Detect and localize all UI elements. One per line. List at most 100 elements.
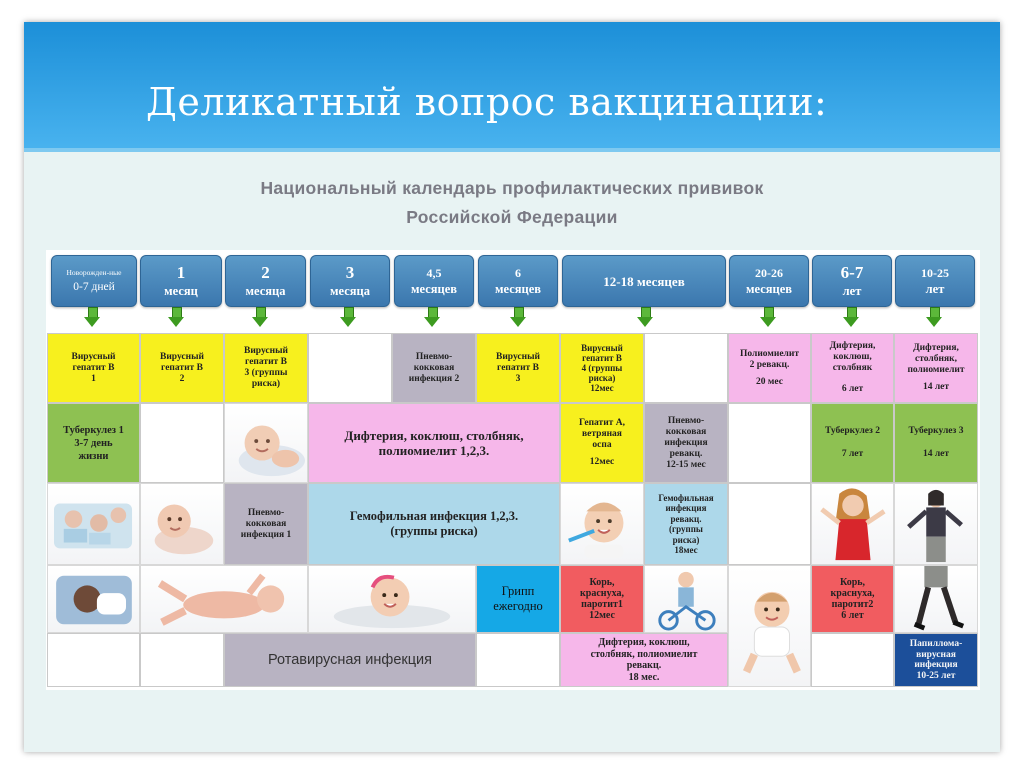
age-header-3-months: 3 месяца	[310, 255, 390, 307]
age-value: 10-25	[921, 265, 949, 280]
age-value: 6-7	[840, 263, 864, 282]
cell-line: 3	[515, 373, 521, 384]
cell-line: 12мес	[590, 383, 614, 393]
cell-line: 6 лет	[841, 384, 864, 394]
cell-rotavirus: Ротавирусная инфекция	[224, 633, 476, 687]
cell-line: Дифтерия, коклюш,	[829, 341, 876, 362]
cell-line: Гемофильная инфекция 1,2,3.	[349, 509, 519, 523]
cell-line: 12мес	[589, 457, 615, 467]
cell-line: Папиллома-	[909, 639, 963, 649]
cell-line: Вирусный	[581, 343, 623, 353]
baby-photo	[140, 483, 224, 565]
cell-empty	[811, 633, 894, 687]
cell-haemophilus-1-2-3: Гемофильная инфекция 1,2,3.(группы риска…	[308, 483, 560, 565]
cell-line: Вирусный	[243, 346, 288, 356]
cell-line: Пневмо-	[247, 507, 285, 518]
cell-line: инфекция	[914, 660, 958, 670]
age-unit: месяца	[245, 284, 286, 298]
document-title-line-1: Национальный календарь профилактических …	[260, 178, 764, 198]
cell-line: Пневмо-	[415, 351, 453, 362]
cell-line: Дифтерия, коклюш, столбняк,	[344, 428, 524, 443]
cell-line: Туберкулез 3	[908, 426, 964, 436]
girl-photo	[811, 483, 894, 565]
cell-line: Корь,	[839, 577, 866, 588]
age-header-1-month: 1 месяц	[140, 255, 222, 307]
age-header-newborn: Новорожден-ные 0-7 дней	[51, 255, 137, 307]
cell-line: Дифтерия, коклюш,	[598, 637, 690, 648]
cell-line: гепатит В	[582, 353, 622, 363]
age-header-20-26-months: 20-26 месяцев	[729, 255, 809, 307]
cell-line: 14 лет	[922, 382, 950, 392]
cell-line: 20 мес	[756, 376, 783, 387]
cell-line: 14 лет	[922, 449, 950, 459]
cell-line: паротит1	[581, 599, 623, 610]
cell-line: 3-7 день	[74, 437, 113, 449]
age-value: 6	[515, 265, 521, 280]
sleeping-baby-photo	[47, 565, 140, 633]
cell-line: Вирусный	[495, 351, 540, 362]
cell-line: 2 ревакц.	[749, 359, 790, 370]
cell-line: гепатит В	[161, 362, 203, 373]
cell-line: (группы риска)	[390, 524, 478, 538]
age-unit: месяцев	[745, 281, 793, 296]
age-header-4-5-months: 4,5 месяцев	[394, 255, 474, 307]
teen-girl-legs-photo	[894, 565, 978, 633]
cell-line: 3 (группы	[244, 368, 288, 378]
cell-empty	[728, 483, 811, 565]
cell-empty	[140, 633, 224, 687]
document-title-line-2: Российской Федерации	[406, 207, 618, 227]
cell-line: столбняк, полиомиелит	[590, 648, 698, 660]
cell-line: краснуха,	[830, 588, 875, 599]
crawling-baby-photo	[728, 565, 811, 687]
cell-line: столбняк,	[915, 354, 957, 364]
green-down-arrow-icon	[926, 307, 942, 328]
age-unit: месяцев	[494, 281, 542, 296]
age-value: 2	[261, 263, 270, 282]
age-unit: месяц	[164, 284, 198, 298]
cell-line: риска)	[251, 379, 281, 389]
cell-line: кокковая	[665, 426, 707, 437]
cell-line: полиомиелит 1,2,3.	[378, 443, 490, 458]
cell-spacer	[825, 437, 880, 449]
cell-line: инфекция	[664, 437, 708, 448]
age-unit: месяцев	[410, 281, 458, 296]
green-down-arrow-icon	[168, 307, 184, 328]
cell-line: гепатит В	[72, 362, 115, 373]
age-value: 3	[345, 263, 355, 282]
cell-line: ежегодно	[493, 599, 543, 613]
cell-line: Корь,	[589, 577, 615, 588]
cell-line: Вирусный	[71, 351, 116, 362]
cell-line: 6 лет	[841, 610, 864, 621]
green-down-arrow-icon	[637, 307, 653, 328]
cell-line: Дифтерия,	[913, 343, 959, 353]
age-value: 20-26	[755, 265, 783, 280]
cell-line: ветряная	[582, 429, 622, 439]
cell-line: паротит2	[831, 599, 874, 610]
cell-line: 18 мес.	[628, 671, 660, 683]
cell-line: риска)	[588, 373, 616, 383]
cell-line: Гемофильная	[658, 492, 714, 503]
cell-empty	[728, 403, 811, 483]
toddler-bike-photo	[644, 565, 728, 633]
cell-tuberculosis-3: Туберкулез 3 14 лет	[894, 403, 978, 483]
age-value: 0-7 дней	[73, 281, 115, 293]
age-unit: месяца	[330, 284, 370, 298]
smiling-baby-photo	[308, 565, 476, 633]
header-divider	[24, 148, 1000, 152]
cell-line: вирусная	[916, 649, 956, 660]
age-header-12-18-months: 12-18 месяцев	[562, 255, 726, 307]
cell-line: 12мес	[589, 610, 615, 621]
cell-line: 2	[179, 373, 185, 384]
cell-line: жизни	[78, 450, 109, 462]
